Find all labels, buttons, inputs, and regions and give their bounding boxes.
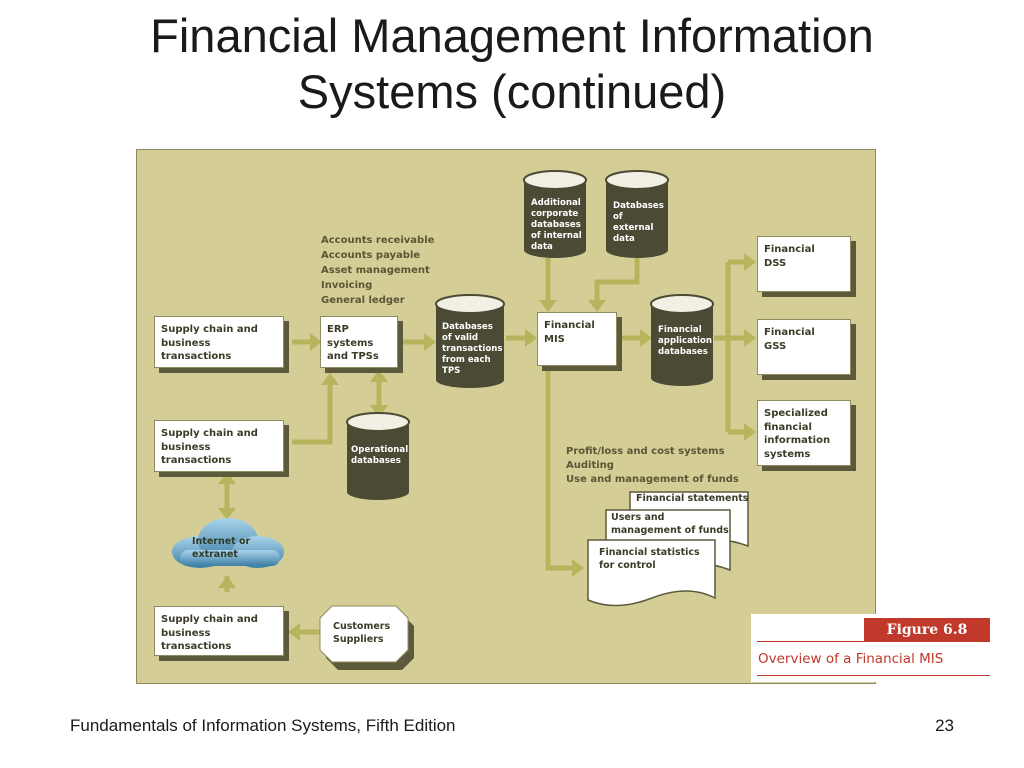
supply-chain-box-3: Supply chain and business transactions	[154, 606, 284, 656]
arrowhead	[744, 253, 756, 271]
arrowhead	[525, 329, 537, 347]
erp-systems-box: ERP systems and TPSs	[320, 316, 398, 368]
erp-function-list: Accounts receivable Accounts payable Ass…	[321, 233, 434, 308]
footer-book-title: Fundamentals of Information Systems, Fif…	[70, 716, 456, 735]
specialized-fis-box: Specialized financial information system…	[757, 400, 851, 466]
erp-function-item: Accounts payable	[321, 250, 421, 261]
arrowhead	[744, 423, 756, 441]
financial-app-db-cylinder	[650, 294, 714, 386]
arrowhead	[321, 373, 339, 385]
figure-divider-bottom	[757, 675, 990, 676]
report-financial-statements: Financial statements	[636, 493, 749, 504]
internet-cloud-label: Internet or extranet	[192, 536, 251, 560]
arrowhead	[288, 623, 300, 641]
arrowhead	[218, 576, 236, 588]
internal-db-cylinder	[523, 170, 587, 258]
figure-divider	[757, 641, 990, 642]
arrowhead	[218, 508, 236, 520]
financial-gss-box: Financial GSS	[757, 319, 851, 375]
mis-function-item: Auditing	[566, 460, 614, 471]
financial-app-db-label: Financial application databases	[658, 325, 712, 357]
figure-caption: Overview of a Financial MIS	[758, 651, 944, 667]
operational-db-label: Operational databases	[351, 445, 409, 466]
arrowhead	[640, 329, 652, 347]
figure-number: Figure 6.8	[864, 618, 990, 642]
arrowhead	[744, 329, 756, 347]
erp-function-item: General ledger	[321, 295, 405, 306]
arrowhead	[572, 559, 584, 577]
report-users-funds: Users and management of funds	[611, 512, 729, 536]
external-db-cylinder	[605, 170, 669, 258]
supply-chain-box-1: Supply chain and business transactions	[154, 316, 284, 368]
arrowhead	[539, 300, 557, 312]
internet-cloud	[172, 518, 284, 568]
operational-db-cylinder	[346, 412, 410, 500]
mis-function-item: Profit/loss and cost systems	[566, 446, 725, 457]
slide-title: Financial Management Information Systems…	[0, 8, 1024, 120]
valid-transactions-db-label: Databases of valid transactions from eac…	[442, 322, 503, 376]
mis-function-item: Use and management of funds	[566, 474, 739, 485]
erp-function-item: Asset management	[321, 265, 430, 276]
arrow-supply2-to-erp	[292, 385, 333, 445]
arrow-mis-to-reports	[545, 367, 572, 571]
diagram-panel	[136, 149, 876, 684]
customers-suppliers-label: Customers Suppliers	[333, 621, 391, 645]
arrowhead	[370, 370, 388, 382]
supply-chain-box-2: Supply chain and business transactions	[154, 420, 284, 472]
arrow-externaldb-to-mis	[594, 258, 640, 300]
arrowhead	[588, 300, 606, 312]
slide-title-line-1: Financial Management Information	[150, 9, 874, 62]
arrowhead	[310, 333, 322, 351]
report-documents	[587, 491, 749, 607]
arrowhead	[424, 333, 436, 351]
slide-title-line-2: Systems (continued)	[297, 65, 727, 118]
financial-dss-box: Financial DSS	[757, 236, 851, 292]
erp-function-item: Accounts receivable	[321, 235, 435, 246]
financial-mis-box: Financial MIS	[537, 312, 617, 366]
external-db-label: Databases of external data	[613, 201, 664, 244]
arrowhead	[218, 472, 236, 484]
page-number: 23	[935, 716, 954, 735]
valid-transactions-cylinder	[435, 294, 505, 388]
arrowhead	[370, 405, 388, 417]
report-financial-statistics: Financial statistics for control	[599, 547, 700, 571]
customers-shape	[319, 605, 409, 663]
mis-function-list: Profit/loss and cost systems Auditing Us…	[566, 445, 739, 487]
erp-function-item: Invoicing	[321, 280, 373, 291]
internal-db-label: Additional corporate databases of intern…	[531, 198, 582, 252]
